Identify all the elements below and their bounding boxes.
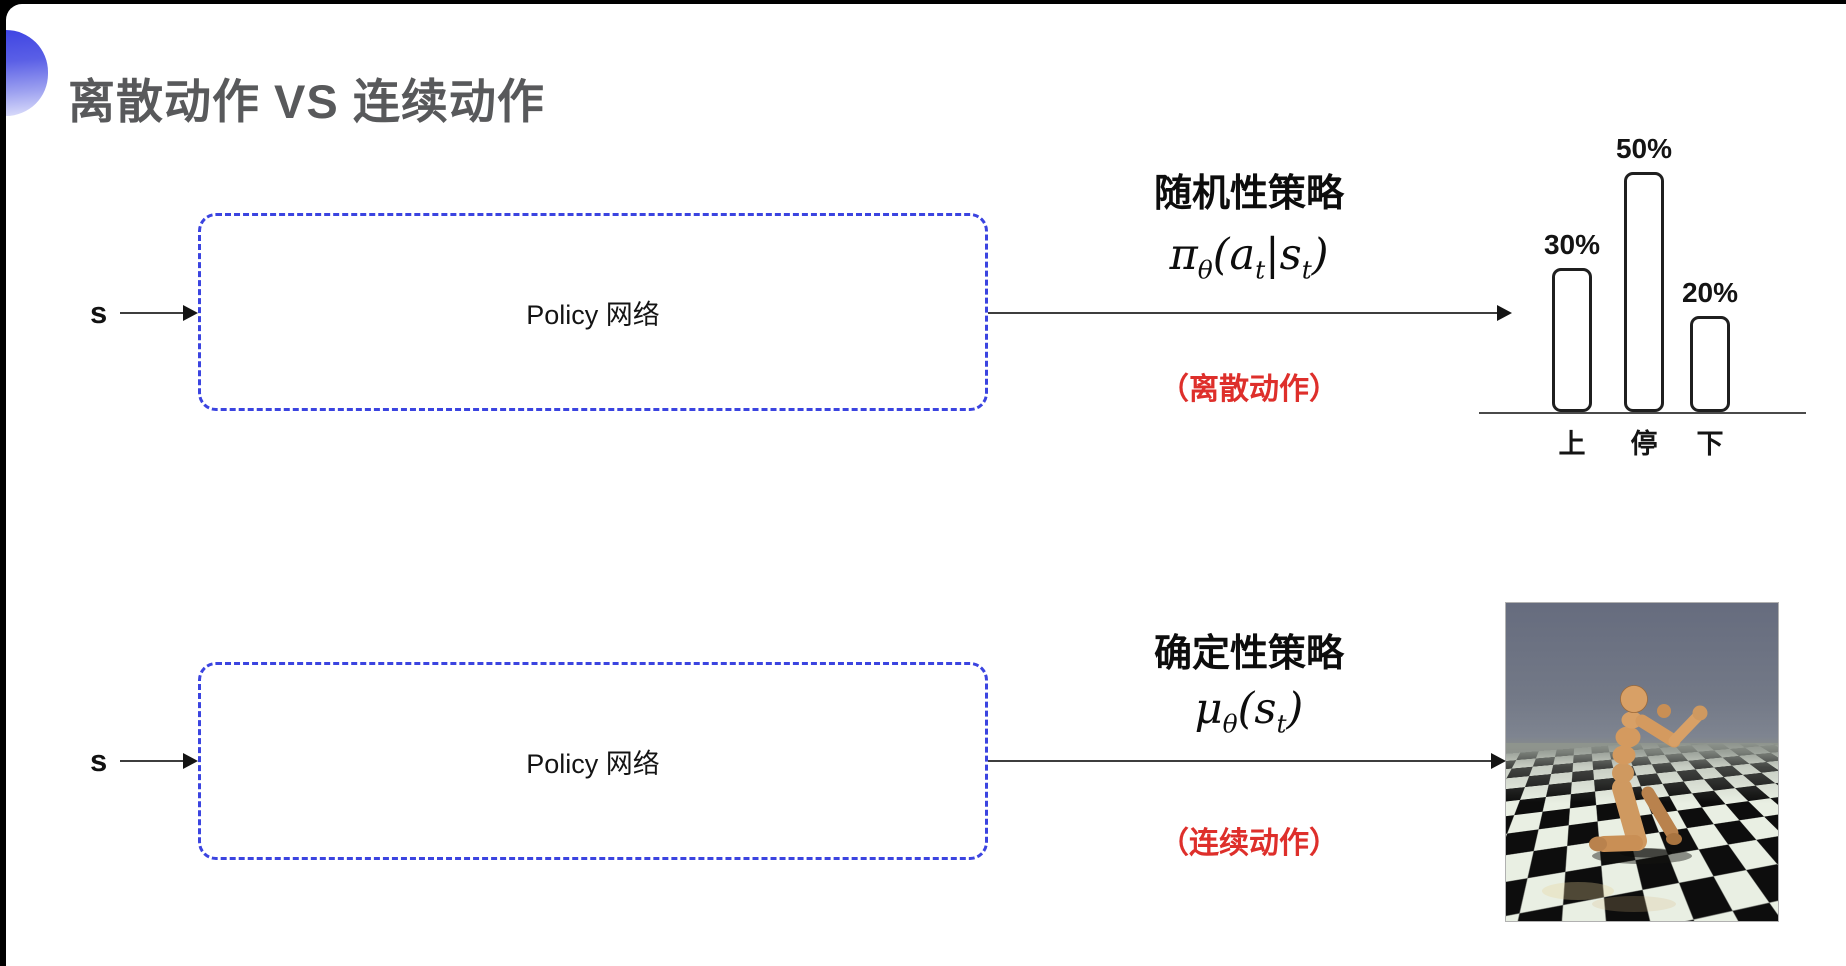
humanoid-lower-leg bbox=[1596, 835, 1643, 852]
arrow-shaft bbox=[120, 312, 188, 314]
humanoid-thigh bbox=[1612, 778, 1647, 851]
policy-box-label: Policy 网络 bbox=[526, 748, 660, 779]
humanoid-upper-arm bbox=[1635, 714, 1681, 748]
arrow-head-icon bbox=[1491, 753, 1506, 769]
bar-value-label: 50% bbox=[1615, 133, 1673, 164]
floor-reflection bbox=[1542, 882, 1614, 900]
humanoid-pelvis bbox=[1612, 763, 1634, 783]
state-input-label-discrete: s bbox=[90, 295, 108, 330]
formula-part: t bbox=[1276, 709, 1287, 739]
formula-part: s bbox=[1254, 684, 1277, 734]
page-title: 离散动作 VS 连续动作 bbox=[68, 75, 545, 129]
policy-type-label: 确定性策略 bbox=[1153, 633, 1344, 675]
action-note-label: （离散动作） bbox=[1159, 373, 1339, 406]
formula-part: μ bbox=[1194, 684, 1223, 734]
policy-type-label: 随机性策略 bbox=[1153, 173, 1344, 215]
formula-part: θ bbox=[1222, 709, 1238, 739]
humanoid-simulation-image bbox=[1505, 602, 1779, 922]
formula-part: a bbox=[1229, 230, 1256, 280]
humanoid-fist bbox=[1692, 705, 1708, 721]
formula-part: t bbox=[1301, 255, 1312, 285]
formula-part: t bbox=[1255, 255, 1266, 285]
floor-reflection bbox=[1592, 896, 1676, 912]
policy-type-continuous: 确定性策略 bbox=[1084, 622, 1414, 677]
bar-column: 50% bbox=[1608, 133, 1680, 412]
category-label-down: 下 bbox=[1696, 429, 1724, 459]
category-label-up: 上 bbox=[1558, 429, 1586, 459]
action-note-discrete: （离散动作） bbox=[1084, 364, 1414, 408]
bar-column: 30% bbox=[1536, 229, 1608, 412]
arrow-shaft bbox=[120, 760, 188, 762]
humanoid-chest bbox=[1615, 726, 1641, 748]
formula-part: θ bbox=[1197, 255, 1213, 285]
arrow-head-icon bbox=[183, 305, 198, 321]
formula-part: ) bbox=[1311, 230, 1329, 280]
formula-part: ( bbox=[1237, 684, 1255, 734]
formula-part: ( bbox=[1212, 230, 1230, 280]
humanoid-belly bbox=[1612, 745, 1636, 765]
humanoid-front-foot bbox=[1589, 836, 1607, 852]
policy-formula-discrete: πθ(at|st) bbox=[1084, 230, 1414, 285]
category-label-stop: 停 bbox=[1630, 429, 1658, 459]
bar-column: 20% bbox=[1674, 277, 1746, 412]
arrow-shaft bbox=[988, 760, 1496, 762]
arrow-shaft bbox=[988, 312, 1502, 314]
policy-box-label: Policy 网络 bbox=[526, 299, 660, 330]
formula-part: π bbox=[1169, 230, 1198, 280]
humanoid-forearm bbox=[1668, 710, 1704, 747]
bar-value-label: 30% bbox=[1543, 229, 1601, 260]
chart-baseline bbox=[1479, 412, 1806, 414]
policy-network-box-discrete: Policy 网络 bbox=[198, 213, 988, 411]
policy-network-box-continuous: Policy 网络 bbox=[198, 662, 988, 860]
policy-formula-continuous: μθ(st) bbox=[1084, 684, 1414, 739]
bar-up bbox=[1552, 268, 1592, 412]
humanoid-head bbox=[1620, 685, 1648, 713]
arrow-head-icon bbox=[1497, 305, 1512, 321]
humanoid-figure bbox=[1542, 685, 1708, 912]
policy-type-discrete: 随机性策略 bbox=[1084, 162, 1414, 217]
bar-down bbox=[1690, 316, 1730, 412]
title-bullet-icon bbox=[6, 30, 48, 116]
arrow-head-icon bbox=[183, 753, 198, 769]
humanoid-hand bbox=[1657, 704, 1671, 718]
bar-value-label: 20% bbox=[1681, 277, 1739, 308]
formula-part: | bbox=[1265, 230, 1280, 280]
action-probability-bar-chart: 30% 50% 20% 上 停 下 bbox=[1476, 104, 1816, 474]
action-note-continuous: （连续动作） bbox=[1084, 818, 1414, 862]
humanoid-rear-shin bbox=[1641, 786, 1679, 840]
formula-part: ) bbox=[1286, 684, 1304, 734]
state-input-label-continuous: s bbox=[90, 743, 108, 778]
humanoid-rear-foot bbox=[1666, 833, 1682, 845]
formula-part: s bbox=[1279, 230, 1302, 280]
slide: 离散动作 VS 连续动作 s Policy 网络 随机性策略 πθ(at|st)… bbox=[6, 4, 1846, 966]
action-note-label: （连续动作） bbox=[1159, 827, 1339, 860]
bar-stop bbox=[1624, 172, 1664, 412]
